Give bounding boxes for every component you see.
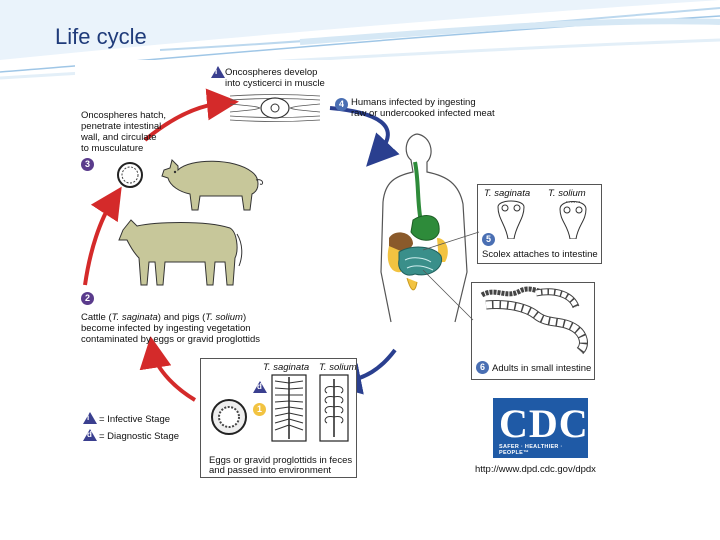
step5-scolex-box: T. saginata T. solium 5 Scolex attaches … xyxy=(477,184,602,264)
eggs-label-line2: and passed into environment xyxy=(209,465,331,476)
step6-adult-box: 6 Adults in small intestine xyxy=(471,282,595,380)
step1-number: 1 xyxy=(253,403,266,416)
arrow-animals-to-hatch xyxy=(83,186,122,286)
adult-worms-icon xyxy=(480,286,588,355)
step1-label-line1: Oncospheres develop xyxy=(225,67,318,78)
cysticercus-in-muscle-icon xyxy=(230,94,320,122)
arrow-environment-to-animals xyxy=(139,336,197,402)
human-figure-icon xyxy=(380,133,468,323)
life-cycle-diagram: i Oncospheres develop into cysticerci in… xyxy=(75,60,605,478)
proglottid-solium-icon xyxy=(319,374,349,442)
legend-infective-icon: i xyxy=(83,412,97,424)
step2-text-e: ) xyxy=(242,312,247,323)
step6-label: Adults in small intestine xyxy=(492,363,592,374)
scolex-saginata-icon xyxy=(497,200,525,239)
step5-label: Scolex attaches to intestine xyxy=(482,249,598,260)
cow-icon xyxy=(118,219,243,286)
cdc-tagline: SAFER · HEALTHIER · PEOPLE™ xyxy=(499,444,563,456)
legend-diagnostic-icon: d xyxy=(83,429,97,441)
step5-species-solium: T. solium xyxy=(548,188,586,199)
eggs-species-saginata: T. saginata xyxy=(263,362,310,373)
cdc-url: http://www.dpd.cdc.gov/dpdx xyxy=(475,464,596,475)
cdc-logo: CDC SAFER · HEALTHIER · PEOPLE™ xyxy=(493,398,588,458)
scolex-solium-icon xyxy=(559,201,587,239)
step3-label-line1: Oncospheres hatch, xyxy=(81,110,167,121)
eggs-proglottids-box: T. saginata T. solium d 1 Eggs or gravid… xyxy=(200,358,357,478)
step2-text-b: T. saginata xyxy=(111,312,158,323)
eggs-label-line1: Eggs or gravid proglottids in feces xyxy=(209,455,353,466)
proglottid-saginata-icon xyxy=(271,374,307,442)
step2-text-d: T. solium xyxy=(205,312,243,323)
step6-number: 6 xyxy=(476,361,489,374)
step2-text-a: Cattle ( xyxy=(81,312,112,323)
step2-label-line1: Cattle (T. saginata) and pigs (T. solium… xyxy=(81,312,246,323)
legend-infective-label: = Infective Stage xyxy=(99,414,171,425)
slide-title: Life cycle xyxy=(55,24,147,49)
connector-lines xyxy=(422,231,480,321)
step4-label-line1: Humans infected by ingesting xyxy=(351,97,476,108)
step3-label-line3: wall, and circulate xyxy=(81,132,157,143)
step3-label-line2: penetrate intestinal xyxy=(81,121,162,132)
step1-label-line2: into cysticerci in muscle xyxy=(225,78,325,89)
step3-label-line4: to musculature xyxy=(81,143,144,154)
oncosphere-icon xyxy=(117,162,143,188)
step2-label-line3: contaminated by eggs or gravid proglotti… xyxy=(81,334,261,345)
step4-number: 4 xyxy=(335,98,348,111)
arrow-hatch-to-muscle xyxy=(143,88,239,142)
step5-number: 5 xyxy=(482,233,495,246)
step4-label-line2: raw or undercooked infected meat xyxy=(351,108,495,119)
egg-icon xyxy=(211,399,247,435)
step2-label-line2: become infected by ingesting vegetation xyxy=(81,323,251,334)
pig-icon xyxy=(161,159,264,211)
infective-stage-icon: i xyxy=(211,66,225,78)
step2-text-c: ) and pigs ( xyxy=(157,312,206,323)
step2-number: 2 xyxy=(81,292,94,305)
diagnostic-stage-icon: d xyxy=(253,381,267,393)
step3-number: 3 xyxy=(81,158,94,171)
legend-diagnostic-label: = Diagnostic Stage xyxy=(99,431,180,442)
eggs-species-solium: T. solium xyxy=(319,362,357,373)
step5-species-saginata: T. saginata xyxy=(484,188,531,199)
cdc-logo-text: CDC xyxy=(499,401,589,446)
